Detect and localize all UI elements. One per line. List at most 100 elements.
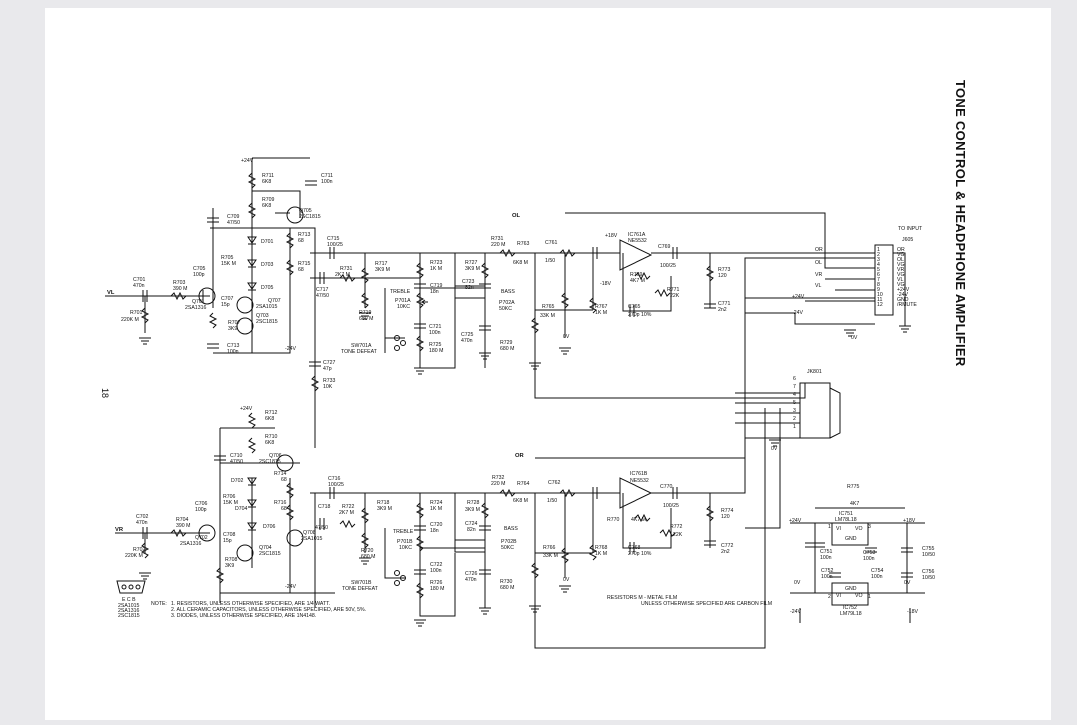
rail-label: +18V	[903, 518, 916, 524]
r763-ref: R763	[517, 241, 530, 247]
c701-val: 470n	[133, 283, 145, 289]
r733-val: 10K	[323, 384, 333, 390]
regulator-pin-label: VO	[855, 526, 863, 532]
q707-type: 2SA1015	[256, 304, 277, 310]
c752-val: 100n	[821, 574, 833, 580]
connector-wire-label: OR	[815, 247, 823, 253]
c717-val: 47/50	[316, 293, 329, 299]
connector-wire-label: OL	[815, 260, 822, 266]
c726-ref: C726	[465, 571, 478, 577]
c718-val: 47/50	[315, 525, 328, 531]
connector-j605	[805, 244, 912, 337]
r716-val: 68	[281, 506, 287, 512]
ic-type: NE5532	[628, 238, 647, 244]
c754-ref: C754	[871, 568, 884, 574]
c710-val: 47/50	[230, 459, 243, 465]
r775-ref: R775	[847, 484, 860, 490]
c762-val: 1/50	[547, 498, 557, 504]
r772-ref: R772	[670, 524, 683, 530]
r730-val: 680 M	[500, 585, 514, 591]
rail-label: 0V	[794, 580, 801, 586]
r719-val: 680 M	[359, 316, 373, 322]
r717-val: 3K9 M	[375, 267, 390, 273]
connector-label: TO INPUT	[898, 226, 923, 232]
r709-ref: R709	[262, 197, 275, 203]
r768-ref: R768	[595, 545, 608, 551]
rail-label: 0V	[771, 446, 778, 452]
c753-val: 100n	[863, 556, 875, 562]
rail-label: -24V	[790, 609, 801, 615]
q704-ref: Q704	[259, 545, 272, 551]
r770-ref: R770	[607, 517, 620, 523]
c702-val: 470n	[136, 520, 148, 526]
connector-pin-number: 10	[877, 292, 883, 298]
bass-label: BASS	[504, 526, 518, 532]
c756-ref: C756	[922, 569, 935, 575]
p701b-ref: P701B	[397, 539, 413, 545]
c709-val: 47/50	[227, 220, 240, 226]
regulator-circuit	[790, 507, 925, 623]
jack-pin: 3	[793, 408, 796, 414]
upper-components	[138, 172, 716, 392]
r722-val: 2K7 M	[339, 510, 354, 516]
c751-val: 100n	[820, 555, 832, 561]
r732-val: 220 M	[491, 481, 505, 487]
r720-val: 680 M	[361, 554, 375, 560]
c724-ref: C724	[465, 521, 478, 527]
c708-val: 15p	[223, 538, 232, 544]
r702-ref: R702	[133, 547, 146, 553]
r710-val: 6K8	[265, 440, 274, 446]
input-label: VR	[115, 527, 124, 533]
rail-label: 0V	[904, 580, 911, 586]
p701b-val: 10KC	[399, 545, 412, 551]
connector-wire-label: VR	[815, 272, 822, 278]
connector-pin-number: 1	[877, 247, 880, 253]
switch-ref: SW701B	[351, 580, 372, 586]
c721-val: 100n	[429, 330, 441, 336]
c761-val: 1/50	[545, 258, 555, 264]
connector-pin-signal: -24V	[897, 292, 908, 298]
c723-ref: C723	[462, 279, 475, 285]
c705-val: 100p	[193, 272, 205, 278]
r722-ref: R722	[342, 504, 355, 510]
treble-label: TREBLE	[390, 289, 411, 295]
connector-pin-signal: OL	[897, 257, 904, 263]
r714-ref: R714	[274, 471, 287, 477]
ic-ref: IC761A	[628, 232, 646, 238]
c769-val: 100/25	[660, 263, 676, 269]
r769-ref: R769	[630, 272, 643, 278]
q703-type: 2SC1815	[256, 319, 278, 325]
r729-val: 680 M	[500, 346, 514, 352]
c716-ref: C716	[328, 476, 341, 482]
schematic-title: TONE CONTROL & HEADPHONE AMPLIFIER	[953, 80, 968, 367]
c707-ref: C707	[221, 296, 234, 302]
r711-ref: R711	[262, 173, 274, 179]
pinout-pins: E C B	[122, 597, 136, 603]
r713-ref: R713	[298, 232, 311, 238]
note-item: 2. ALL CERAMIC CAPACITORS, UNLESS OTHERW…	[171, 607, 366, 613]
c713-val: 100n	[227, 349, 239, 355]
rail-label: +24V	[789, 518, 802, 524]
jack-pin: 2	[793, 416, 796, 422]
lower-channel-wiring	[115, 257, 875, 649]
r719-ref: R719	[359, 310, 372, 316]
d702-ref: D702	[231, 478, 244, 484]
c769-ref: C769	[658, 244, 671, 250]
connector-pin-number: 6	[877, 272, 880, 278]
c725-val: 470n	[461, 338, 473, 344]
r731b-val: 2K7 M	[335, 272, 350, 278]
jack-pin: 6	[793, 376, 796, 382]
connector-pin-signal: GND	[897, 297, 909, 303]
ic-type: NE5532	[630, 478, 649, 484]
c710-ref: C710	[230, 453, 243, 459]
r724-val: 1K M	[430, 506, 442, 512]
rail-label: -24V	[285, 584, 296, 590]
d706-ref: D706	[263, 524, 276, 530]
c770-ref: C770	[660, 484, 673, 490]
p702b-ref: P702B	[501, 539, 517, 545]
c762-ref: C762	[548, 480, 561, 486]
connector-pin-number: 9	[877, 287, 880, 293]
q702-type: 2SA1316	[180, 541, 201, 547]
r708-ref: R708	[225, 557, 238, 563]
c755-ref: C755	[922, 546, 935, 552]
